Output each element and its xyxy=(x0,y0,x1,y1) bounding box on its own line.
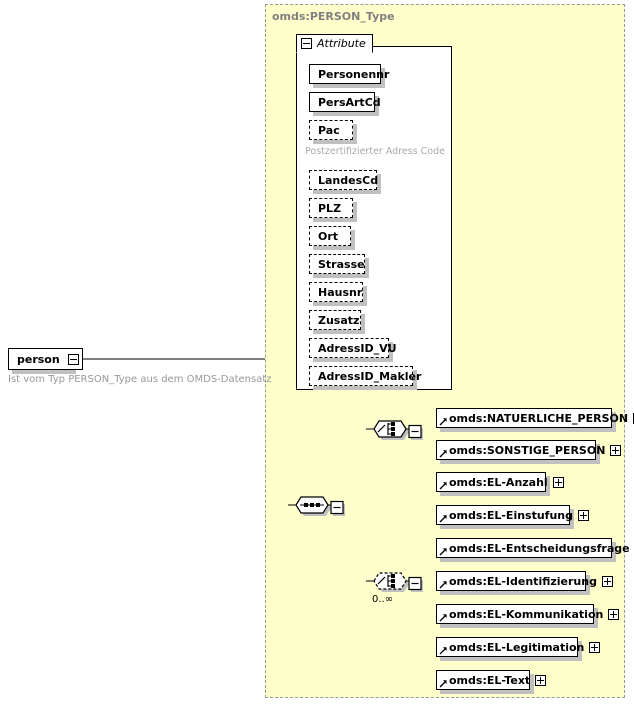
plus-expander-icon[interactable] xyxy=(535,674,547,686)
element-label: omds:EL-Text xyxy=(449,673,531,687)
attribute-label: LandesCd xyxy=(318,173,379,187)
element-box-el-identifizierung[interactable]: omds:EL-Identifizierung xyxy=(436,571,613,591)
plus-expander-icon[interactable] xyxy=(578,509,590,521)
attribute-box-zusatz[interactable]: Zusatz xyxy=(309,310,361,330)
plus-expander-icon[interactable] xyxy=(610,444,622,456)
plus-expander-icon[interactable] xyxy=(589,641,601,653)
attribute-box-hausnr[interactable]: Hausnr xyxy=(309,282,363,302)
attribute-label: Hausnr xyxy=(318,285,363,299)
root-element-person[interactable]: person xyxy=(8,348,83,370)
attribute-label: Ort xyxy=(318,229,339,243)
attribute-label: Personennr xyxy=(318,67,390,81)
attribute-box-strasse[interactable]: Strasse xyxy=(309,254,365,274)
element-box-el-entscheidungsfrage[interactable]: omds:EL-Entscheidungsfrage xyxy=(436,538,630,558)
compositor-choice-person[interactable] xyxy=(366,416,423,442)
element-label: omds:EL-Einstufung xyxy=(449,508,574,522)
plus-expander-icon[interactable] xyxy=(608,608,620,620)
element-reference-icon xyxy=(439,647,447,655)
compositor-sequence[interactable] xyxy=(288,492,345,518)
attribute-label: AdressID_Makler xyxy=(318,369,422,383)
attribute-box-adressid-makler[interactable]: AdressID_Makler xyxy=(309,366,421,386)
element-label: omds:EL-Identifizierung xyxy=(449,574,597,588)
attribute-box-pac[interactable]: Pac xyxy=(309,120,353,140)
element-reference-icon xyxy=(439,614,447,622)
element-reference-icon xyxy=(439,548,447,556)
attribute-box-persartcd[interactable]: PersArtCd xyxy=(309,92,381,112)
attribute-box-personennr[interactable]: Personennr xyxy=(309,64,389,84)
attribute-box-plz[interactable]: PLZ xyxy=(309,198,353,218)
element-box-el-anzahl[interactable]: omds:EL-Anzahl xyxy=(436,472,564,492)
element-box-el-einstufung[interactable]: omds:EL-Einstufung xyxy=(436,505,590,525)
attribute-label: Strasse xyxy=(318,257,365,271)
plus-expander-icon[interactable] xyxy=(552,476,564,488)
attribute-description-pac: Postzertifizierter Adress Code xyxy=(305,146,445,157)
element-label: omds:EL-Kommunikation xyxy=(449,607,604,621)
element-box-el-kommunikation[interactable]: omds:EL-Kommunikation xyxy=(436,604,620,624)
root-element-annotation: Ist vom Typ PERSON_Type aus dem OMDS-Dat… xyxy=(8,374,272,385)
element-label: omds:EL-Legitimation xyxy=(449,640,585,654)
element-label: omds:EL-Anzahl xyxy=(449,475,548,489)
root-element-label: person xyxy=(17,352,60,366)
attribute-label: Zusatz xyxy=(318,313,360,327)
element-label: omds:SONSTIGE_PERSON xyxy=(449,443,606,457)
element-reference-icon xyxy=(439,418,447,426)
attribute-box-ort[interactable]: Ort xyxy=(309,226,351,246)
element-box-sonstige-person[interactable]: omds:SONSTIGE_PERSON xyxy=(436,440,622,460)
attribute-label: Pac xyxy=(318,123,340,137)
attribute-box-landescd[interactable]: LandesCd xyxy=(309,170,379,190)
element-reference-icon xyxy=(439,482,447,490)
element-box-natuerliche-person[interactable]: omds:NATUERLICHE_PERSON xyxy=(436,408,634,428)
complex-type-title: omds:PERSON_Type xyxy=(272,10,395,23)
plus-expander-icon[interactable] xyxy=(601,575,613,587)
compositor-choice-el[interactable] xyxy=(366,568,423,594)
element-label: omds:NATUERLICHE_PERSON xyxy=(449,411,629,425)
element-reference-icon xyxy=(439,680,447,688)
element-reference-icon xyxy=(439,581,447,589)
attribute-label: AdressID_VU xyxy=(318,341,397,355)
cardinality-label-el-choice: 0..∞ xyxy=(372,594,394,605)
attribute-group-tab[interactable]: Attribute xyxy=(296,34,373,53)
minus-expander-icon[interactable] xyxy=(67,353,79,365)
element-reference-icon xyxy=(439,515,447,523)
attribute-group-label: Attribute xyxy=(317,37,366,50)
element-box-el-legitimation[interactable]: omds:EL-Legitimation xyxy=(436,637,601,657)
element-label: omds:EL-Entscheidungsfrage xyxy=(449,541,630,555)
element-box-el-text[interactable]: omds:EL-Text xyxy=(436,670,547,690)
minus-expander-icon[interactable] xyxy=(301,38,312,49)
attribute-box-adressid-vu[interactable]: AdressID_VU xyxy=(309,338,397,358)
element-reference-icon xyxy=(439,450,447,458)
attribute-label: PLZ xyxy=(318,201,342,215)
attribute-label: PersArtCd xyxy=(318,95,381,109)
